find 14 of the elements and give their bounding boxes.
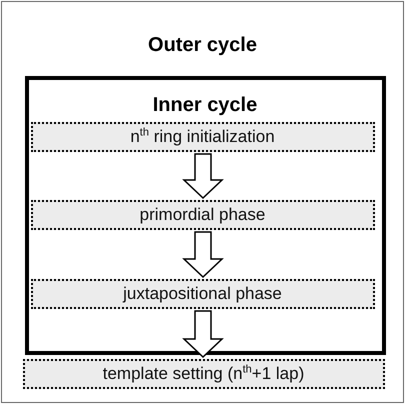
step-label: template setting (n$^{th}$+1 lap) (102, 364, 306, 384)
step-box (30, 122, 374, 152)
block-arrow (182, 153, 224, 200)
cycle-heading: Inner cycle (152, 94, 258, 116)
block-arrow (182, 231, 224, 278)
step-box (30, 200, 374, 230)
block-arrow (182, 310, 224, 358)
cycle-heading: Outer cycle (147, 34, 258, 57)
inner-cycle-panel (24, 76, 386, 354)
step-label: n$^{th}$ ring initialization (129, 126, 276, 146)
step-label: juxtapositional phase (122, 284, 283, 304)
step-box (30, 278, 374, 308)
step-label: primordial phase (138, 204, 266, 224)
step-box (22, 358, 384, 388)
